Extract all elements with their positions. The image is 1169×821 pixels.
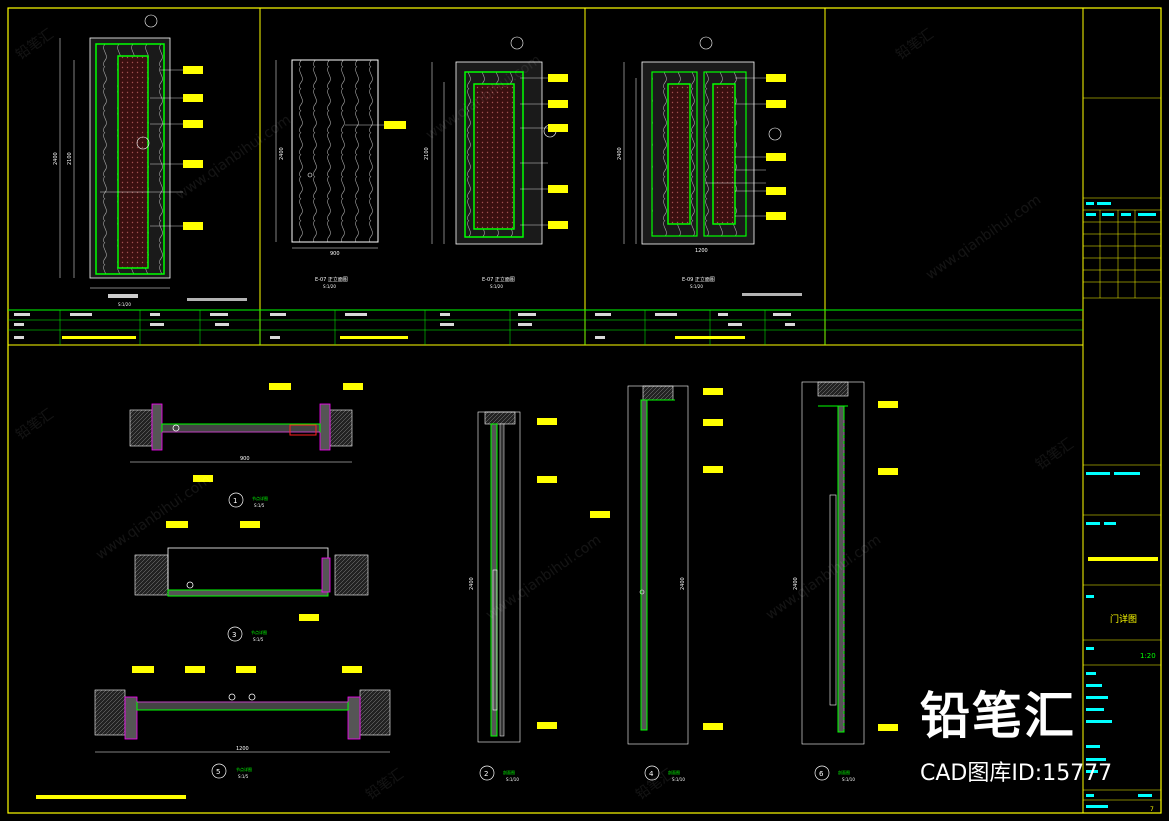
title-block-labels [1086,202,1156,808]
svg-text:www.qianbihui.com: www.qianbihui.com [763,532,884,623]
elev1-dim-height: 2100 [67,152,73,165]
elev4-dim-height: 2400 [617,147,623,160]
elevation-1: 2400 2100 S:1/20 [53,14,247,307]
svg-text:www.qianbihui.com: www.qianbihui.com [923,192,1044,283]
elev2-dim-width: 900 [330,251,340,257]
section6-dim-height: 2400 [793,577,799,590]
scale-value: 1:20 [1140,652,1156,660]
detail5-number: 5 [216,768,220,776]
elevation-2: 2400 900 E-07 正立面图 S:1/20 [275,59,406,289]
detail1-title: 节点详图 [252,495,268,501]
elevation-panel-dividers [259,8,826,345]
section2-number: 2 [484,770,488,778]
plan1-dim-width: 900 [240,456,250,462]
plan-detail-5: 5 节点详图 S:1/5 1200 [36,666,391,799]
title-block-grid [1083,97,1161,801]
detail3-scale: S:1/5 [253,637,264,642]
elev1-dim-overall: 2400 [53,152,59,165]
svg-text:铅笔汇: 铅笔汇 [893,26,937,63]
watermark-tiles: 铅笔汇 www.qianbihui.com www.qianbihui.com … [13,26,1077,803]
svg-text:铅笔汇: 铅笔汇 [633,766,677,803]
detail1-scale: S:1/5 [254,503,265,508]
elev2-dim-height: 2400 [279,147,285,160]
elevation-3: 2100 E-07 正立面图 S:1/20 [424,36,568,289]
section6-title: 剖面图 [838,769,850,775]
project-name-bar [1088,557,1158,561]
section-2: 2400 2 剖面图 S:1/10 [469,411,557,782]
plan-detail-3: 3 节点详图 S:1/5 [134,521,369,642]
section4-dim-height: 2400 [680,577,686,590]
section4-number: 4 [649,770,654,778]
plan-detail-1: 1 节点详图 S:1/5 900 [129,383,363,508]
elev2-scale: S:1/20 [323,284,336,289]
elev3-dim-height: 2100 [424,147,430,160]
detail3-title: 节点详图 [251,629,267,635]
svg-text:铅笔汇: 铅笔汇 [363,766,407,803]
svg-text:www.qianbihui.com: www.qianbihui.com [93,472,214,563]
section-4: 2400 4 剖面图 S:1/10 [590,385,723,782]
elev3-title: E-07 正立面图 [482,276,515,283]
section4-title: 剖面图 [668,769,680,775]
plan3-dim-width: 1200 [236,746,249,752]
section4-scale: S:1/10 [672,777,685,782]
detail5-scale: S:1/5 [238,774,249,779]
detail5-title: 节点详图 [236,766,252,772]
elev4-scale: S:1/20 [690,284,703,289]
section6-scale: S:1/10 [842,777,855,782]
sheet-number: 7 [1150,806,1154,813]
elev4-dim-width: 1200 [695,248,708,254]
watermark-brand: 铅笔汇 [920,687,1076,745]
section6-number: 6 [819,770,824,778]
elev1-scale: S:1/20 [118,302,131,307]
section2-title: 剖面图 [503,769,515,775]
elev2-title: E-07 正立面图 [315,276,348,283]
elevation-4: 2400 1200 E-09 正立面图 S:1/20 [617,36,802,296]
section2-scale: S:1/10 [506,777,519,782]
svg-text:铅笔汇: 铅笔汇 [13,406,57,443]
elev3-scale: S:1/20 [490,284,503,289]
detail1-number: 1 [233,497,237,505]
sheet-title: 门详图 [1110,613,1137,625]
section-6: 2400 6 剖面图 S:1/10 [793,381,898,782]
watermark-caption: CAD图库ID:15777 [920,761,1113,786]
svg-text:铅笔汇: 铅笔汇 [1033,436,1077,473]
elev4-title: E-09 正立面图 [682,276,715,283]
svg-text:铅笔汇: 铅笔汇 [13,26,57,63]
door-schedule-table [8,309,1083,346]
section2-dim-height: 2400 [469,577,475,590]
detail3-number: 3 [232,631,236,639]
